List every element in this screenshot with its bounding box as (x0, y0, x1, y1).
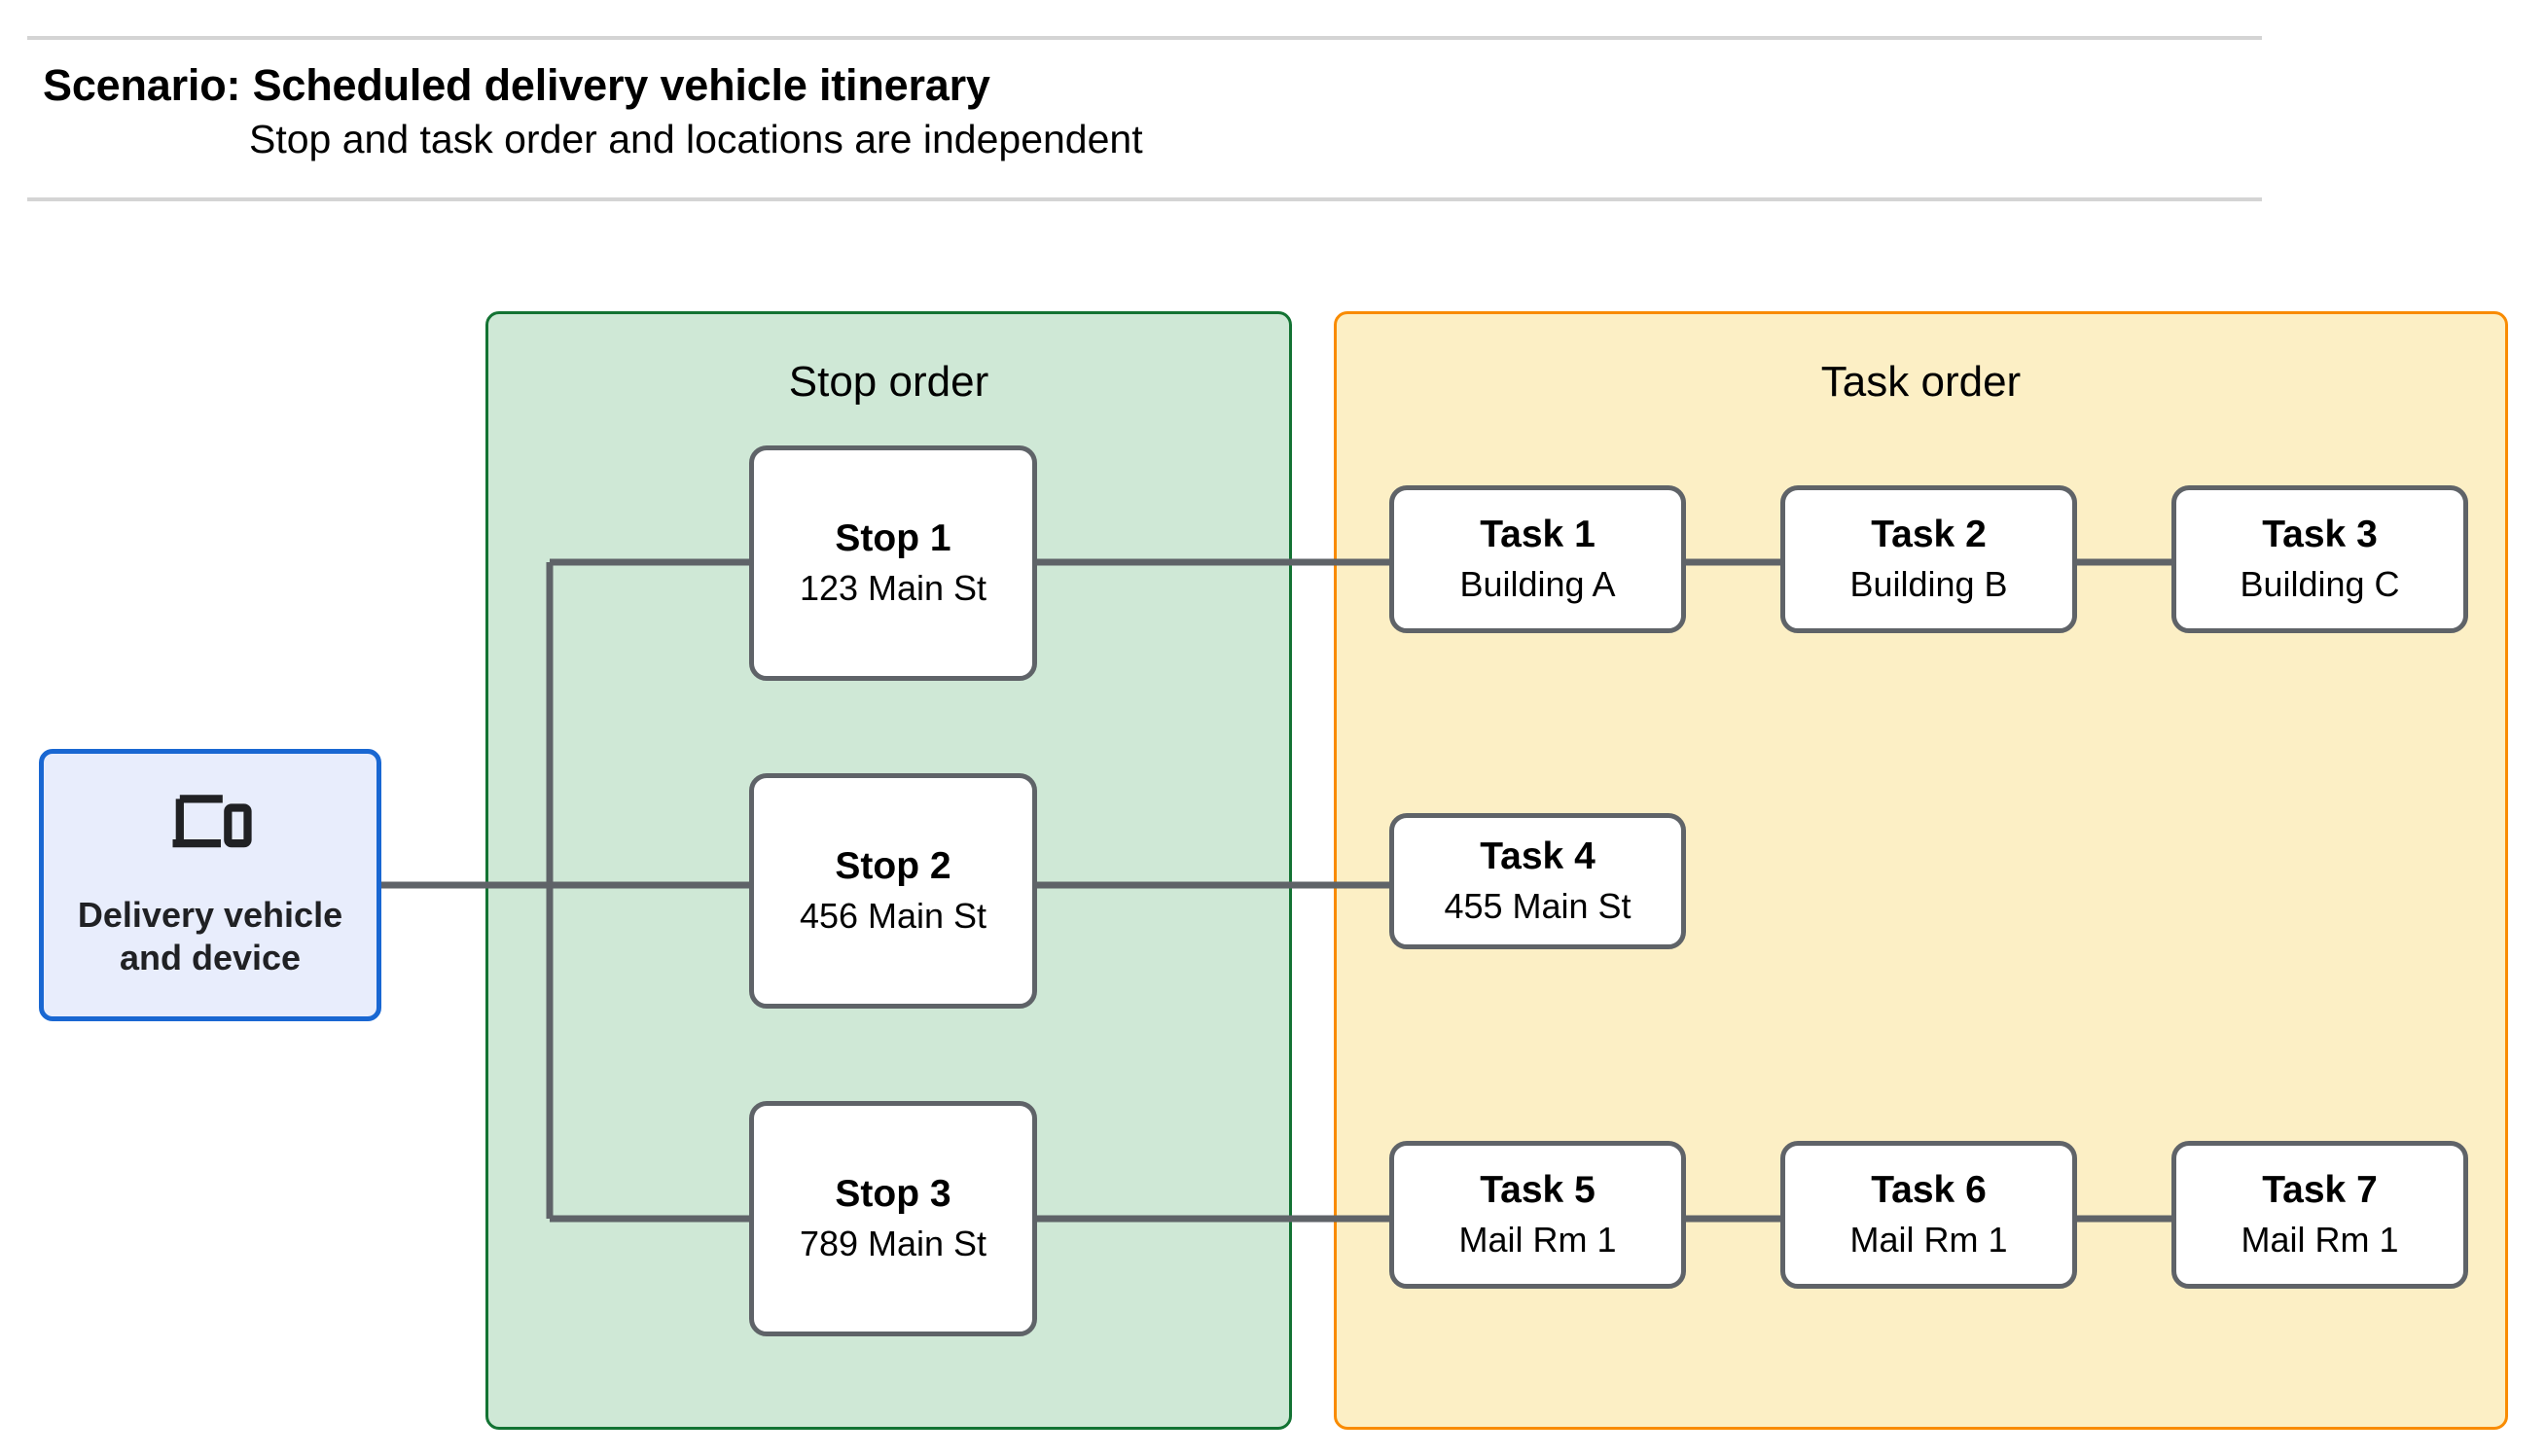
node-device-label-line2: and device (119, 937, 302, 977)
node-task-5[interactable]: Task 5 Mail Rm 1 (1389, 1141, 1686, 1289)
node-task-2[interactable]: Task 2 Building B (1780, 485, 2077, 633)
node-task-7[interactable]: Task 7 Mail Rm 1 (2171, 1141, 2468, 1289)
node-delivery-vehicle-and-device[interactable]: Delivery vehicle and device (39, 749, 381, 1021)
node-task-2-location: Building B (1849, 563, 2008, 604)
node-stop-1[interactable]: Stop 1 123 Main St (749, 445, 1037, 681)
node-task-1-title: Task 1 (1480, 513, 1596, 555)
node-stop-2-title: Stop 2 (835, 844, 951, 887)
node-task-2-title: Task 2 (1871, 513, 1987, 555)
node-stop-2[interactable]: Stop 2 456 Main St (749, 773, 1037, 1009)
node-task-3-title: Task 3 (2262, 513, 2378, 555)
node-stop-2-location: 456 Main St (799, 895, 987, 936)
node-stop-3-title: Stop 3 (835, 1172, 951, 1215)
page-subtitle: Stop and task order and locations are in… (249, 117, 1143, 161)
node-device-label: Delivery vehicle and device (78, 894, 342, 979)
header-divider-top (27, 36, 2262, 40)
panel-stop-order-title: Stop order (788, 358, 989, 406)
panel-task-order-title: Task order (1820, 358, 2022, 406)
node-task-1[interactable]: Task 1 Building A (1389, 485, 1686, 633)
node-stop-3-location: 789 Main St (799, 1223, 987, 1263)
node-stop-1-title: Stop 1 (835, 516, 951, 559)
header-divider-bottom (27, 197, 2262, 201)
node-task-7-title: Task 7 (2262, 1168, 2378, 1211)
node-task-3-location: Building C (2240, 563, 2400, 604)
node-device-label-line1: Delivery vehicle (77, 895, 343, 935)
node-stop-1-location: 123 Main St (799, 567, 987, 608)
node-task-1-location: Building A (1459, 563, 1616, 604)
header-block: Scenario: Scheduled delivery vehicle iti… (0, 0, 2546, 209)
node-task-6-title: Task 6 (1871, 1168, 1987, 1211)
node-task-5-location: Mail Rm 1 (1458, 1219, 1617, 1260)
node-task-4-title: Task 4 (1480, 835, 1596, 877)
node-task-4-location: 455 Main St (1444, 885, 1632, 926)
node-stop-3[interactable]: Stop 3 789 Main St (749, 1101, 1037, 1336)
node-task-6[interactable]: Task 6 Mail Rm 1 (1780, 1141, 2077, 1289)
node-task-4[interactable]: Task 4 455 Main St (1389, 813, 1686, 949)
node-task-3[interactable]: Task 3 Building C (2171, 485, 2468, 633)
node-task-7-location: Mail Rm 1 (2241, 1219, 2399, 1260)
devices-laptop-phone-icon (172, 795, 252, 848)
node-task-5-title: Task 5 (1480, 1168, 1596, 1211)
node-task-6-location: Mail Rm 1 (1849, 1219, 2008, 1260)
page-title: Scenario: Scheduled delivery vehicle iti… (43, 60, 990, 110)
